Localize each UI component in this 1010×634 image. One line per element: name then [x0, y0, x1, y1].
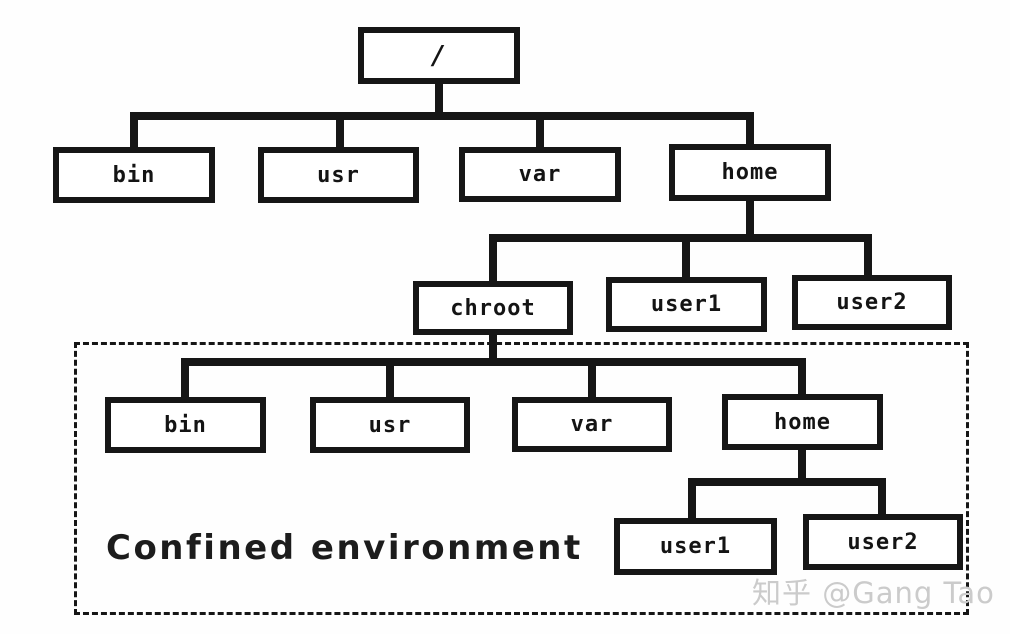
connector-line: [878, 478, 886, 516]
node-chroot: chroot: [413, 281, 573, 335]
connector-line: [688, 478, 696, 520]
connector-line: [130, 112, 138, 150]
node-chroot-bin: bin: [105, 397, 266, 453]
connector-line: [336, 112, 344, 150]
node-label: user1: [659, 534, 732, 559]
node-chroot-home: home: [722, 394, 883, 450]
node-user1: user1: [606, 277, 767, 332]
node-label: var: [518, 162, 562, 187]
node-chroot-var: var: [512, 397, 672, 452]
confined-environment-boundary: [74, 342, 969, 615]
node-label: home: [721, 160, 779, 185]
connector-line: [798, 358, 806, 396]
node-home: home: [669, 144, 831, 201]
connector-line: [489, 234, 872, 242]
connector-line: [181, 358, 189, 399]
connector-line: [588, 358, 596, 399]
confined-environment-label: Confined environment: [106, 528, 583, 568]
connector-line: [864, 234, 872, 277]
connector-line: [130, 112, 754, 120]
node-chroot-usr: usr: [310, 397, 470, 453]
node-label: usr: [317, 162, 360, 188]
connector-line: [181, 358, 806, 366]
node-label: home: [774, 409, 831, 435]
connector-line: [746, 112, 754, 147]
connector-line: [435, 84, 443, 115]
node-bin: bin: [53, 147, 215, 203]
node-label: user1: [650, 292, 723, 317]
connector-line: [688, 478, 886, 486]
connector-line: [746, 198, 754, 242]
connector-line: [489, 234, 497, 283]
node-chroot-user2: user2: [803, 514, 963, 570]
watermark-text: 知乎 @Gang Tao: [752, 576, 995, 610]
connector-line: [798, 448, 806, 482]
node-label: user2: [836, 290, 908, 315]
node-label: bin: [164, 412, 207, 438]
node-root: /: [358, 27, 520, 84]
node-label: usr: [368, 412, 412, 438]
connector-line: [682, 234, 690, 279]
node-label: /: [430, 40, 448, 71]
node-label: user2: [847, 529, 919, 555]
node-user2: user2: [792, 275, 952, 330]
node-label: chroot: [450, 295, 536, 321]
node-usr: usr: [258, 147, 419, 203]
connector-line: [386, 358, 394, 399]
node-var: var: [459, 147, 621, 202]
connector-line: [536, 112, 544, 150]
node-label: var: [570, 412, 614, 437]
node-chroot-user1: user1: [614, 518, 777, 575]
connector-line: [489, 333, 497, 362]
node-label: bin: [112, 162, 156, 188]
